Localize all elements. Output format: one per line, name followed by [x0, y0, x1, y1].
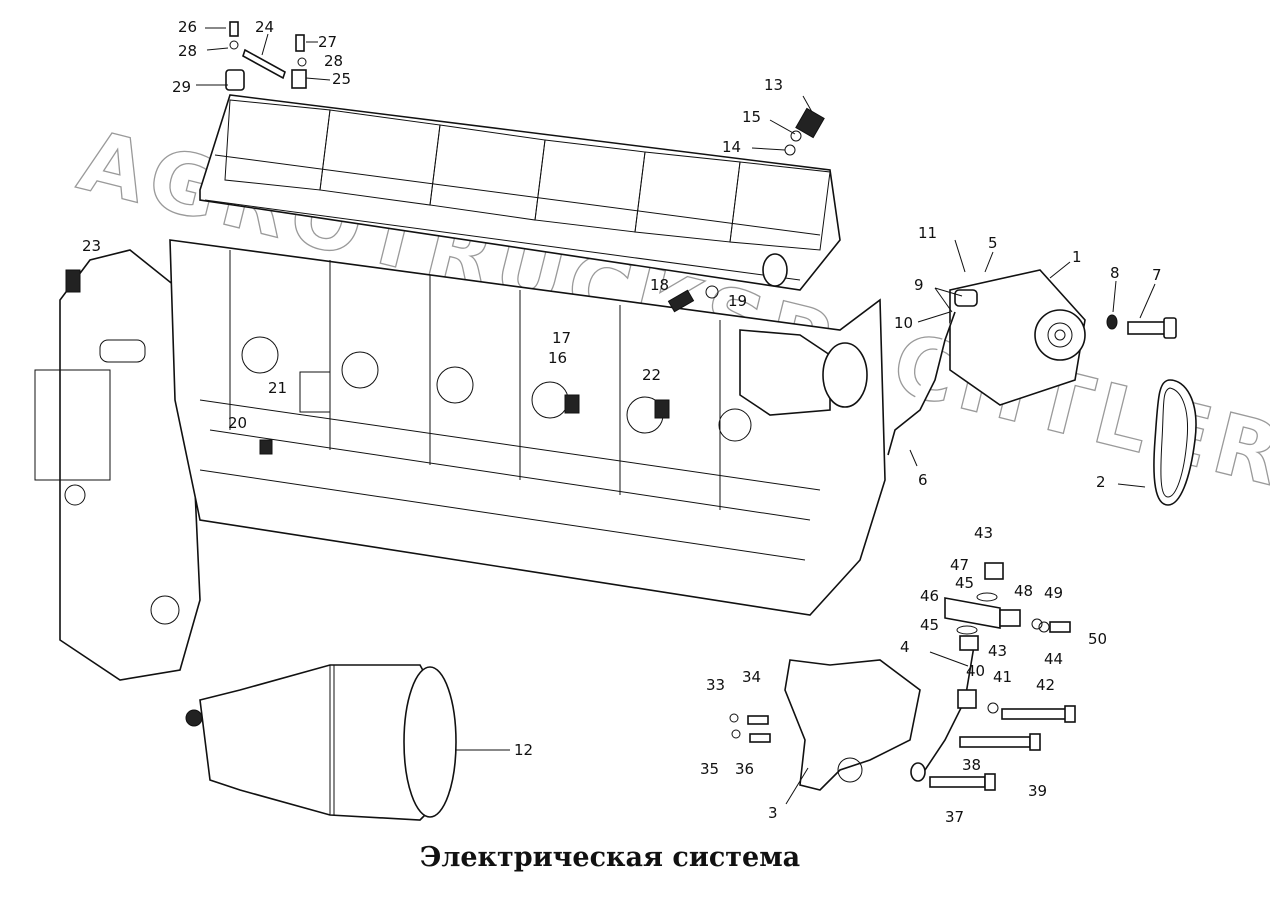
callouts: 1 2 3 4 5 6 7 8 9 10 11 12 13 14 15 16 1… — [82, 18, 1162, 826]
callout-7: 7 — [1152, 266, 1162, 284]
top-fasteners — [225, 21, 307, 91]
callout-8: 8 — [1110, 264, 1120, 282]
callout-17: 17 — [552, 329, 571, 347]
callout-14: 14 — [722, 138, 741, 156]
callout-6: 6 — [918, 471, 928, 489]
callout-41: 41 — [993, 668, 1012, 686]
callout-16: 16 — [548, 349, 567, 367]
clamp-assembly — [944, 562, 1071, 651]
callout-9: 9 — [914, 276, 924, 294]
callout-13: 13 — [764, 76, 783, 94]
callout-25: 25 — [332, 70, 351, 88]
engine-block — [169, 239, 886, 616]
callout-26: 26 — [178, 18, 197, 36]
callout-44: 44 — [1044, 650, 1063, 668]
callout-37: 37 — [945, 808, 964, 826]
callout-36: 36 — [735, 760, 754, 778]
bolt-7 — [1106, 314, 1177, 339]
callout-47: 47 — [950, 556, 969, 574]
callout-42: 42 — [1036, 676, 1055, 694]
bolts-33-36 — [729, 713, 771, 743]
callout-24: 24 — [255, 18, 274, 36]
sender-13 — [784, 107, 825, 156]
v-belt — [1153, 379, 1197, 506]
adjusting-rod — [887, 311, 956, 456]
callout-1: 1 — [1072, 248, 1082, 266]
callout-11: 11 — [918, 224, 937, 242]
callout-4: 4 — [900, 638, 910, 656]
callout-43b: 43 — [988, 642, 1007, 660]
callout-28a: 28 — [178, 42, 197, 60]
callout-29: 29 — [172, 78, 191, 96]
callout-33: 33 — [706, 676, 725, 694]
callout-38: 38 — [962, 756, 981, 774]
callout-40: 40 — [966, 662, 985, 680]
callout-35: 35 — [700, 760, 719, 778]
callout-12: 12 — [514, 741, 533, 759]
callout-48: 48 — [1014, 582, 1033, 600]
callout-18: 18 — [650, 276, 669, 294]
callout-27: 27 — [318, 33, 337, 51]
callout-50: 50 — [1088, 630, 1107, 648]
callout-45b: 45 — [920, 616, 939, 634]
alternator — [949, 269, 1086, 406]
alternator-bracket — [784, 659, 921, 791]
callout-3: 3 — [768, 804, 778, 822]
callout-49: 49 — [1044, 584, 1063, 602]
v-belt-inner — [1160, 387, 1189, 498]
callout-39: 39 — [1028, 782, 1047, 800]
callout-22: 22 — [642, 366, 661, 384]
callout-46: 46 — [920, 587, 939, 605]
callout-43a: 43 — [974, 524, 993, 542]
callout-2: 2 — [1096, 473, 1106, 491]
sensors-on-block — [259, 285, 719, 455]
starter-motor — [185, 664, 457, 821]
callout-21: 21 — [268, 379, 287, 397]
tension-assembly — [910, 639, 1076, 791]
callout-10: 10 — [894, 314, 913, 332]
callout-45a: 45 — [955, 574, 974, 592]
callout-19: 19 — [728, 292, 747, 310]
callout-23: 23 — [82, 237, 101, 255]
callout-34: 34 — [742, 668, 761, 686]
diagram-caption: Электрическая система — [419, 842, 801, 873]
callout-5: 5 — [988, 234, 998, 252]
callout-15: 15 — [742, 108, 761, 126]
callout-28b: 28 — [324, 52, 343, 70]
leader-lines — [196, 27, 1156, 805]
sensor-23 — [65, 269, 81, 293]
callout-20: 20 — [228, 414, 247, 432]
cylinder-head — [199, 94, 841, 291]
